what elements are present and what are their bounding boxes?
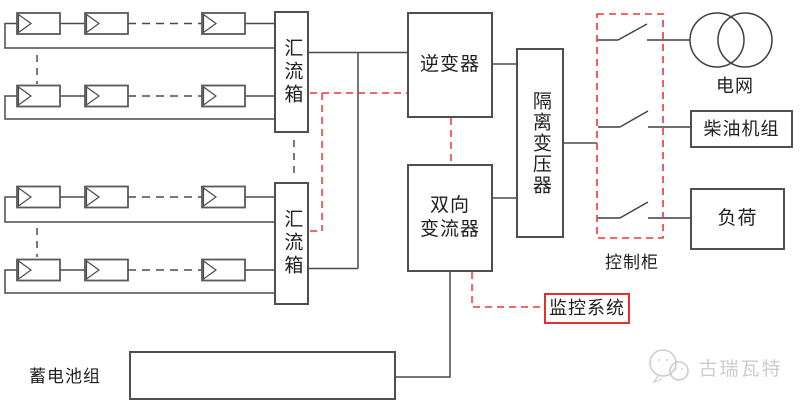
- dc-bus-wires: [309, 51, 407, 270]
- inverter-box: 逆变器: [407, 12, 493, 118]
- combiner-box-2: 汇流箱: [274, 182, 309, 305]
- pv-module-icon: [201, 185, 246, 209]
- pv-module-icon: [201, 258, 246, 282]
- growatt-logo-icon: [649, 349, 689, 384]
- bidirectional-converter-label: 双向 变流器: [419, 195, 480, 240]
- monitoring-system-label: 监控系统: [549, 298, 625, 319]
- pv-module-icon: [84, 12, 129, 35]
- grid-transformer-icon: [689, 12, 773, 68]
- load-label: 负荷: [717, 208, 758, 230]
- pv-string-3: [4, 185, 274, 223]
- pv-string-4: [4, 228, 274, 294]
- ac-link-wires: [493, 63, 597, 199]
- pv-module-icon: [201, 12, 246, 35]
- combiner-box-2-label: 汇流箱: [281, 209, 303, 278]
- diesel-genset-label: 柴油机组: [703, 118, 780, 139]
- inverter-label: 逆变器: [419, 54, 480, 76]
- pv-module-icon: [201, 84, 246, 108]
- battery-pack-label: 蓄电池组: [29, 366, 101, 386]
- breaker-switch-icon: [598, 201, 690, 219]
- diesel-genset-box: 柴油机组: [690, 110, 793, 148]
- pv-module-icon: [16, 84, 61, 108]
- combiner-box-1-label: 汇流箱: [281, 37, 303, 107]
- control-cabinet-label: 控制柜: [605, 252, 659, 272]
- battery-pack-box: [129, 351, 396, 400]
- watermark-label: 古瑞瓦特: [698, 358, 783, 380]
- monitoring-signal-wires: [310, 92, 544, 308]
- pv-string-1: [4, 12, 274, 49]
- combiner-box-1: 汇流箱: [274, 11, 309, 133]
- pv-module-icon: [84, 258, 129, 282]
- pv-module-icon: [16, 12, 61, 35]
- pv-module-icon: [84, 84, 129, 108]
- bidirectional-converter-box: 双向 变流器: [407, 164, 493, 272]
- breaker-switch-icon: [597, 23, 690, 41]
- pv-string-2: [4, 55, 274, 120]
- breaker-switch-icon: [598, 110, 690, 128]
- monitoring-system-box: 监控系统: [544, 293, 630, 324]
- pv-module-icon: [84, 185, 129, 209]
- grid-label: 电网: [716, 76, 754, 96]
- isolation-transformer-box: 隔离变压器: [516, 48, 564, 238]
- load-box: 负荷: [690, 188, 785, 250]
- isolation-transformer-label: 隔离变压器: [529, 90, 551, 196]
- control-cabinet-boundary: [596, 13, 664, 239]
- pv-module-icon: [16, 258, 61, 282]
- pv-module-icon: [16, 185, 61, 209]
